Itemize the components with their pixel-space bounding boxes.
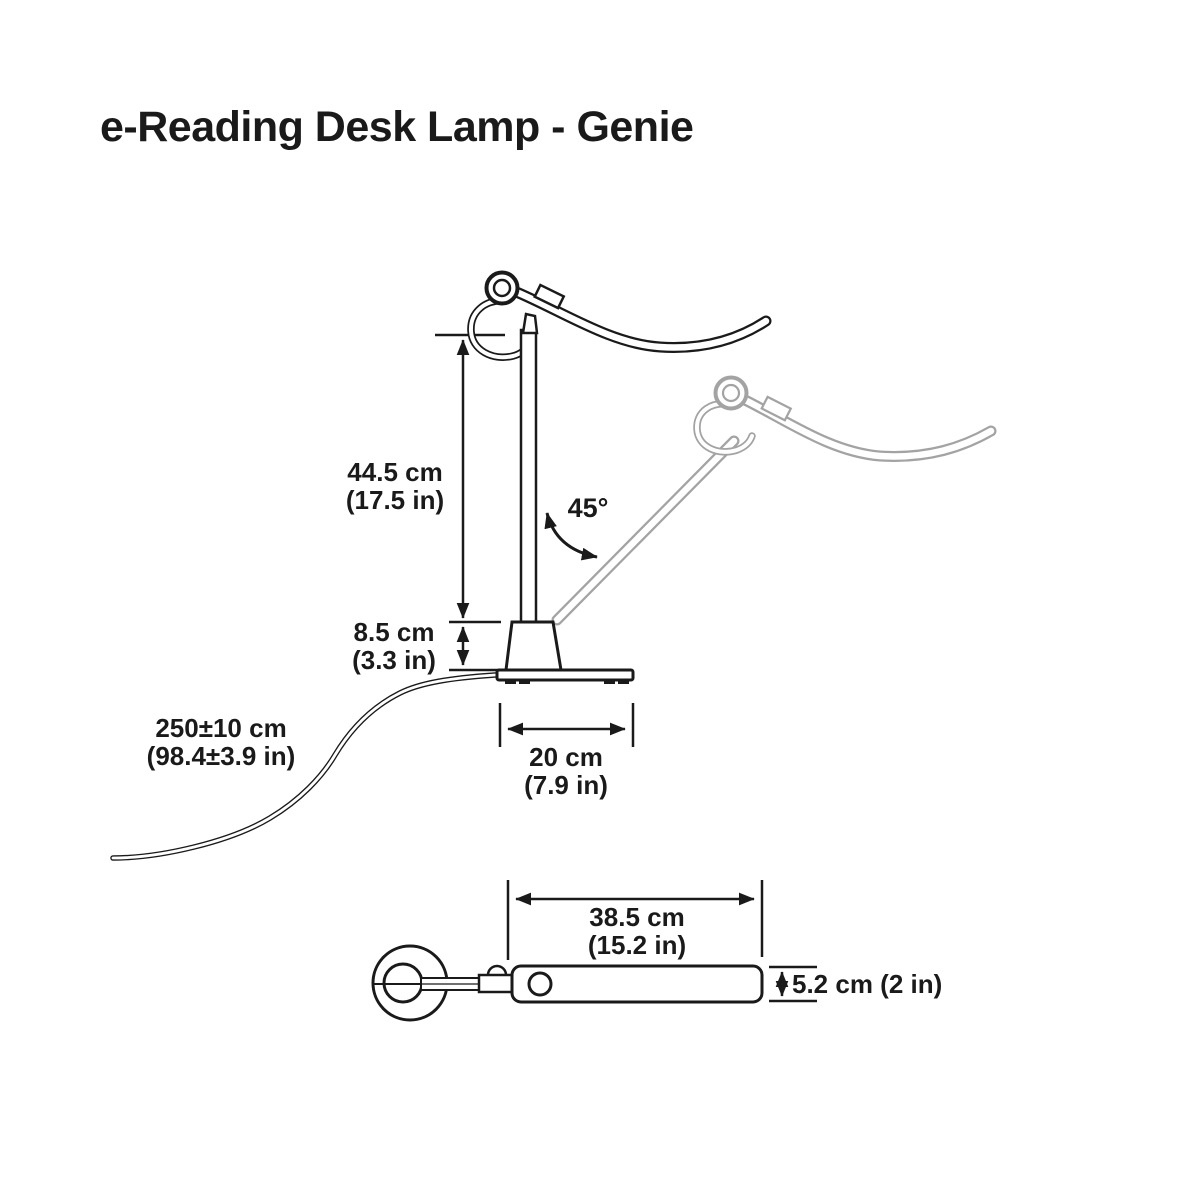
foot <box>519 680 530 684</box>
dim-pole-height: 44.5 cm (17.5 in) <box>346 333 505 624</box>
dim-cord-length: 250±10 cm (98.4±3.9 in) <box>147 713 296 771</box>
cord-length-cm-label: 250±10 cm <box>155 713 286 743</box>
page-title: e-Reading Desk Lamp - Genie <box>100 103 693 151</box>
foot <box>604 680 615 684</box>
dim-base-width: 20 cm (7.9 in) <box>498 703 635 800</box>
ghost-handle-loop-inner <box>695 401 754 454</box>
power-cord <box>110 672 498 861</box>
ghost-head-ring <box>713 375 749 411</box>
ghost-head-clip <box>760 395 793 422</box>
power-button <box>527 971 553 997</box>
cord-length-in-label: (98.4±3.9 in) <box>147 741 296 771</box>
head-bar-top <box>510 964 764 1004</box>
base-width-cm-label: 20 cm <box>529 742 603 772</box>
head-length-in-label: (15.2 in) <box>588 930 686 960</box>
base-column <box>504 620 563 672</box>
upright-lamp <box>467 270 772 684</box>
head-ring-inner <box>492 278 512 298</box>
pole-height-cm-label: 44.5 cm <box>347 457 442 487</box>
tilted-lamp-ghost <box>551 375 997 626</box>
dim-head-depth: 5.2 cm (2 in) <box>769 965 942 1003</box>
pole-joint <box>521 312 539 335</box>
angle-arc-arrow <box>544 512 598 561</box>
cord-inner <box>111 673 497 860</box>
dim-tilt-angle: 45° <box>544 493 609 561</box>
foot <box>505 680 516 684</box>
stem-connector <box>477 973 516 994</box>
hinge-bump <box>486 964 508 976</box>
base-width-in-label: (7.9 in) <box>524 770 608 800</box>
head-depth-label: 5.2 cm (2 in) <box>792 969 942 999</box>
head-bar-inner <box>510 287 770 351</box>
head-ring <box>484 270 520 306</box>
ghost-arm-inner <box>553 437 738 624</box>
head-clip <box>533 283 566 310</box>
dim-base-height: 8.5 cm (3.3 in) <box>352 617 501 675</box>
foot <box>618 680 629 684</box>
base-plate <box>495 668 635 682</box>
dim-head-length: 38.5 cm (15.2 in) <box>506 880 764 960</box>
pole-height-in-label: (17.5 in) <box>346 485 444 515</box>
base-feet <box>505 680 629 684</box>
head-top-view <box>371 944 764 1022</box>
base-height-in-label: (3.3 in) <box>352 645 436 675</box>
base-height-cm-label: 8.5 cm <box>354 617 435 647</box>
tilt-angle-label: 45° <box>568 493 609 523</box>
pole <box>519 328 538 624</box>
ghost-head-ring-inner <box>721 383 741 403</box>
head-length-cm-label: 38.5 cm <box>589 902 684 932</box>
